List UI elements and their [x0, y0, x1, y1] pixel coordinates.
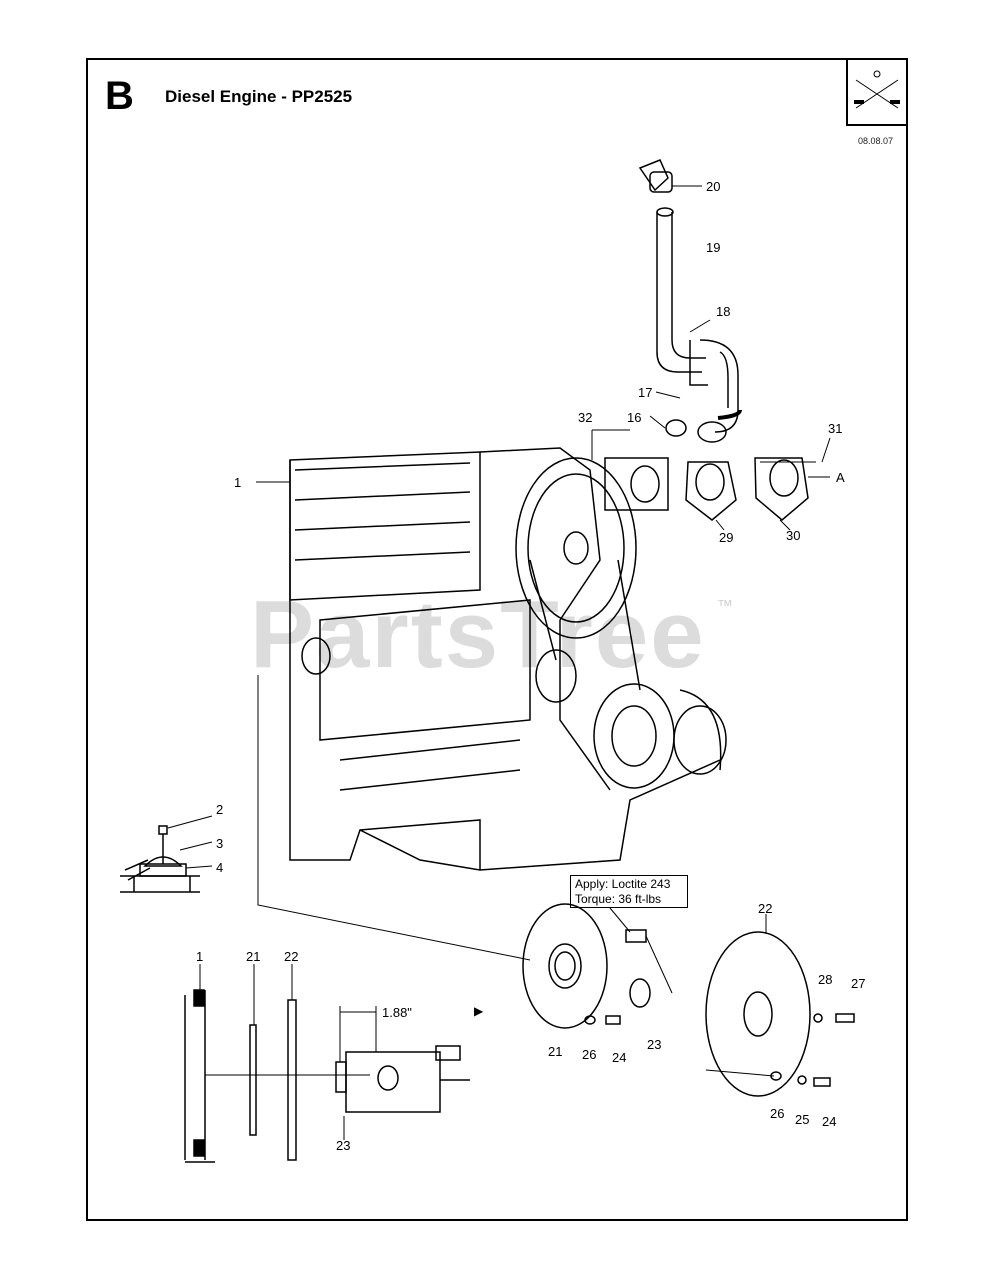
callout-31: 31 [828, 421, 843, 436]
callout-32: 32 [578, 410, 593, 425]
callout-24-lower: 24 [822, 1114, 837, 1129]
callout-1: 1 [234, 475, 242, 490]
callout-28: 28 [818, 972, 833, 987]
callout-25: 25 [795, 1112, 810, 1127]
engine-block [289, 447, 727, 871]
torque-note: Apply: Loctite 243 Torque: 36 ft-lbs [570, 875, 688, 908]
section-callout-21: 21 [246, 949, 261, 964]
callout-22: 22 [758, 901, 773, 916]
section-letter: B [105, 74, 134, 118]
section-callout-22: 22 [284, 949, 299, 964]
trademark-symbol: ™ [717, 598, 733, 615]
callout-30: 30 [786, 528, 801, 543]
callout-3: 3 [216, 836, 224, 851]
exhaust-pipe [638, 159, 742, 443]
section-view [184, 989, 470, 1163]
engine-mount [120, 825, 200, 893]
callout-29: 29 [719, 530, 734, 545]
section-callout-1: 1 [196, 949, 204, 964]
callout-23: 23 [647, 1037, 662, 1052]
callout-4: 4 [216, 860, 224, 875]
callout-2: 2 [216, 802, 224, 817]
torque-value: Torque: 36 ft-lbs [575, 892, 662, 906]
callout-27: 27 [851, 976, 866, 991]
logo-box [846, 60, 906, 126]
callout-17: 17 [638, 385, 653, 400]
dimension-label: 1.88" [382, 1005, 412, 1020]
callout-24: 24 [612, 1050, 627, 1065]
leader-lines [167, 185, 831, 1140]
drawing-date: 08.08.07 [858, 136, 894, 146]
svg-text:▶: ▶ [474, 1004, 484, 1018]
callout-21: 21 [548, 1044, 563, 1059]
callout-20: 20 [706, 179, 721, 194]
drawing-frame [86, 58, 908, 1221]
callout-26-lower: 26 [770, 1106, 785, 1121]
logo-cross-icon [854, 70, 900, 109]
callout-18: 18 [716, 304, 731, 319]
page-title: Diesel Engine - PP2525 [165, 87, 353, 106]
coupling-plate [257, 675, 673, 1029]
callout-26: 26 [582, 1047, 597, 1062]
callout-16: 16 [627, 410, 642, 425]
exhaust-flanges [604, 457, 816, 521]
callout-19: 19 [706, 240, 721, 255]
flex-plate [705, 931, 855, 1097]
loctite-note: Apply: Loctite 243 [575, 877, 671, 891]
callout-a: A [836, 470, 845, 485]
section-callout-23: 23 [336, 1138, 351, 1153]
